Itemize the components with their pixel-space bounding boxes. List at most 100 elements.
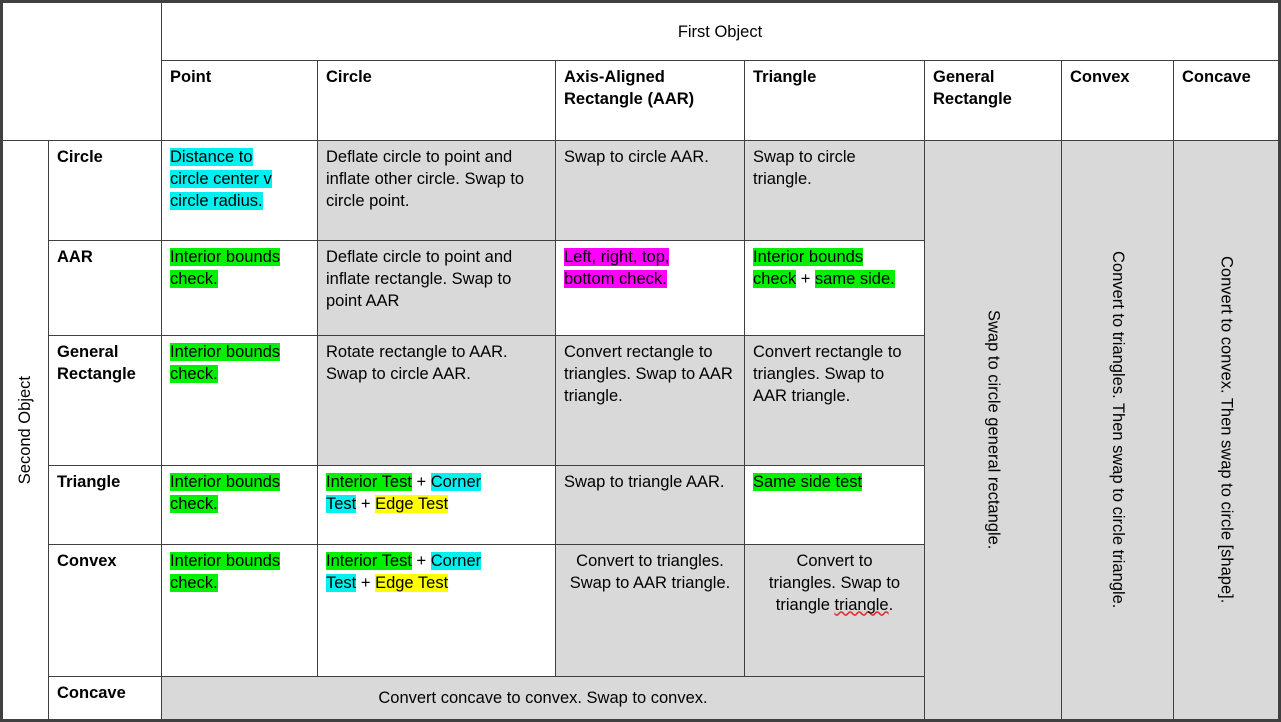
cell-genrect-circle-text: Rotate rectangle to AAR. Swap to circle …	[326, 343, 508, 383]
cell-convex-triangle-l1: Convert to	[796, 552, 873, 570]
cell-convex-point: Interior bounds check.	[161, 544, 318, 677]
cell-tri-point: Interior bounds check.	[161, 465, 318, 545]
cell-genrect-point-l1: Interior bounds	[170, 343, 281, 361]
col-header-aar-label: Axis-Aligned Rectangle (AAR)	[564, 68, 695, 108]
first-object-label: First Object	[677, 22, 763, 41]
cell-convex-triangle: Convert to triangles. Swap to triangle t…	[744, 544, 925, 677]
cell-genrect-aar-text: Convert rectangle to triangles. Swap to …	[564, 343, 733, 405]
cell-genrect-circle: Rotate rectangle to AAR. Swap to circle …	[317, 335, 556, 466]
cell-convex-circle-plus1: +	[411, 552, 431, 570]
cell-convex-circle-interior: Interior Test	[326, 552, 412, 570]
cell-tri-aar: Swap to triangle AAR.	[555, 465, 745, 545]
cell-aar-circle-text: Deflate circle to point and inflate rect…	[326, 248, 513, 310]
col-header-concave-label: Concave	[1182, 68, 1251, 86]
cell-tri-circle-test: Test	[326, 494, 357, 513]
col-header-general-rectangle: General Rectangle	[924, 60, 1062, 141]
cell-convex-circle-edge: Edge Test	[375, 573, 449, 592]
cell-convex-triangle-misspelling: triangle	[834, 595, 889, 614]
cell-tri-triangle: Same side test	[744, 465, 925, 545]
col-header-convex-label: Convex	[1070, 68, 1130, 86]
row-header-triangle-label: Triangle	[57, 473, 121, 491]
cell-circle-point-l2: circle center v	[170, 169, 272, 188]
second-object-label: Second Object	[16, 375, 35, 485]
cell-circle-point-l1: Distance to	[170, 148, 253, 166]
cell-circle-circle-text: Deflate circle to point and inflate othe…	[326, 148, 525, 210]
cell-tri-triangle-text: Same side test	[753, 473, 863, 491]
cell-concave-merged-column: Convert to convex. Then swap to circle […	[1173, 140, 1281, 722]
first-object-header: First Object	[161, 0, 1281, 61]
cell-aar-point-l2: check.	[170, 269, 218, 288]
cell-circle-triangle: Swap to circle triangle.	[744, 140, 925, 241]
row-header-concave: Concave	[48, 676, 162, 722]
row-header-general-rectangle-label: General Rectangle	[57, 343, 136, 383]
cell-convex-aar-text: Convert to triangles. Swap to AAR triang…	[569, 552, 731, 592]
cell-aar-point: Interior bounds check.	[161, 240, 318, 336]
cell-general-rectangle-merged-text: Swap to circle general rectangle.	[984, 310, 1003, 550]
cell-circle-point-l3: circle radius.	[170, 191, 263, 210]
row-header-aar-label: AAR	[57, 248, 93, 266]
cell-aar-triangle: Interior bounds check + same side.	[744, 240, 925, 336]
cell-aar-aar-l2: bottom check.	[564, 269, 667, 288]
cell-concave-merged-column-text: Convert to convex. Then swap to circle […	[1217, 256, 1236, 604]
second-object-header: Second Object	[0, 140, 49, 722]
cell-convex-circle-corner: Corner	[430, 552, 482, 570]
cell-tri-aar-text: Swap to triangle AAR.	[564, 473, 725, 491]
cell-circle-aar-text: Swap to circle AAR.	[564, 148, 709, 166]
cell-aar-aar: Left, right, top, bottom check.	[555, 240, 745, 336]
cell-concave-merged-text: Convert concave to convex. Swap to conve…	[378, 689, 708, 708]
cell-genrect-triangle: Convert rectangle to triangles. Swap to …	[744, 335, 925, 466]
col-header-aar: Axis-Aligned Rectangle (AAR)	[555, 60, 745, 141]
cell-convex-point-l2: check.	[170, 573, 218, 592]
row-header-convex: Convex	[48, 544, 162, 677]
cell-circle-triangle-text: Swap to circle triangle.	[753, 148, 856, 188]
cell-convex-aar: Convert to triangles. Swap to AAR triang…	[555, 544, 745, 677]
cell-aar-triangle-l1: Interior bounds	[753, 248, 864, 266]
cell-circle-circle: Deflate circle to point and inflate othe…	[317, 140, 556, 241]
cell-convex-triangle-l2: triangles. Swap to	[768, 573, 901, 592]
cell-tri-circle-interior: Interior Test	[326, 473, 412, 491]
cell-genrect-point-l2: check.	[170, 364, 218, 383]
col-header-triangle-label: Triangle	[753, 68, 817, 86]
row-header-convex-label: Convex	[57, 552, 117, 570]
col-header-circle-label: Circle	[326, 68, 372, 86]
cell-convex-point-l1: Interior bounds	[170, 552, 281, 570]
cell-tri-circle-plus1: +	[411, 473, 431, 491]
cell-aar-aar-l1: Left, right, top,	[564, 248, 670, 266]
cell-tri-circle-corner: Corner	[430, 473, 482, 491]
cell-convex-triangle-l3: triangle	[775, 595, 835, 614]
cell-aar-triangle-l2: check	[753, 269, 797, 288]
row-header-general-rectangle: General Rectangle	[48, 335, 162, 466]
row-header-concave-label: Concave	[57, 684, 126, 702]
cell-aar-triangle-l3: same side.	[814, 269, 895, 288]
col-header-convex: Convex	[1061, 60, 1174, 141]
cell-tri-circle-edge: Edge Test	[375, 494, 449, 513]
cell-convex-merged-text: Convert to triangles. Then swap to circl…	[1108, 251, 1127, 609]
cell-tri-point-l2: check.	[170, 494, 218, 513]
col-header-triangle: Triangle	[744, 60, 925, 141]
row-header-triangle: Triangle	[48, 465, 162, 545]
row-header-circle-label: Circle	[57, 148, 103, 166]
cell-genrect-aar: Convert rectangle to triangles. Swap to …	[555, 335, 745, 466]
col-header-concave: Concave	[1173, 60, 1281, 141]
col-header-point: Point	[161, 60, 318, 141]
cell-convex-circle-plus2: +	[356, 573, 376, 592]
cell-convex-triangle-period: .	[888, 595, 894, 614]
cell-tri-point-l1: Interior bounds	[170, 473, 281, 491]
cell-genrect-triangle-text: Convert rectangle to triangles. Swap to …	[753, 343, 902, 405]
cell-tri-circle-plus2: +	[356, 494, 376, 513]
col-header-point-label: Point	[170, 68, 212, 86]
row-header-circle: Circle	[48, 140, 162, 241]
cell-genrect-point: Interior bounds check.	[161, 335, 318, 466]
cell-general-rectangle-merged: Swap to circle general rectangle.	[924, 140, 1062, 722]
col-header-circle: Circle	[317, 60, 556, 141]
cell-aar-triangle-plus: +	[796, 269, 815, 288]
cell-convex-merged: Convert to triangles. Then swap to circl…	[1061, 140, 1174, 722]
corner-blank-cell	[0, 0, 162, 141]
cell-convex-circle-test: Test	[326, 573, 357, 592]
cell-aar-circle: Deflate circle to point and inflate rect…	[317, 240, 556, 336]
cell-concave-merged: Convert concave to convex. Swap to conve…	[161, 676, 925, 722]
row-header-aar: AAR	[48, 240, 162, 336]
